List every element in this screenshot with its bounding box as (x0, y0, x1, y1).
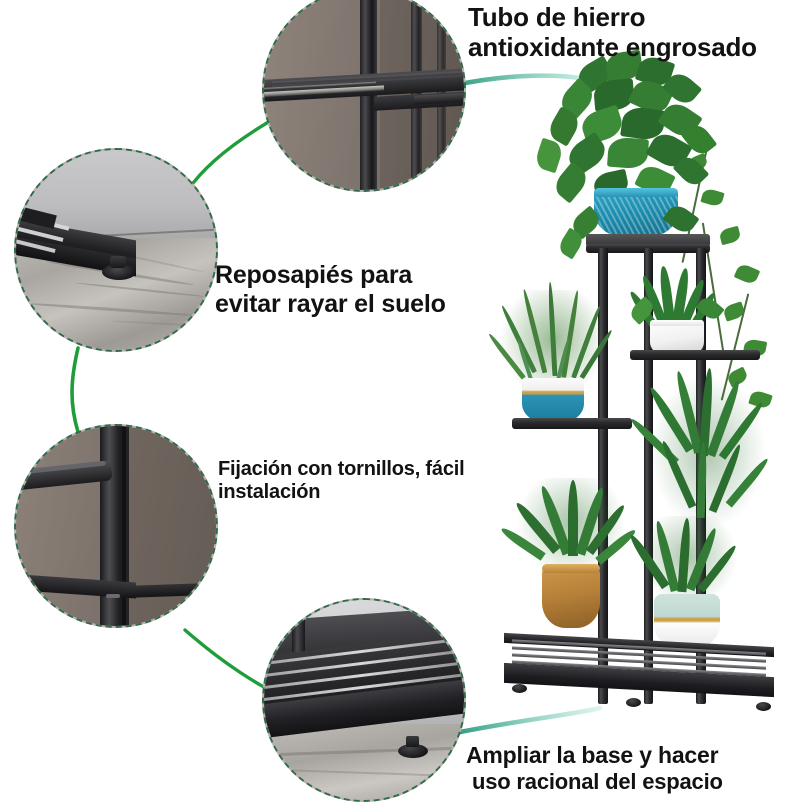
base-foot-mid (626, 698, 641, 707)
shelf-third (512, 418, 632, 429)
label-footrest-line1: Reposapiés para (215, 261, 413, 289)
callout-iron-tube[interactable] (262, 0, 466, 192)
callout-footrest[interactable] (14, 148, 218, 352)
connector-2-3 (70, 346, 80, 434)
label-footrest-line2: evitar rayar el suelo (215, 290, 446, 318)
label-iron-tube: Tubo de hierro antioxidante engrosado (468, 2, 798, 62)
label-screw-fixing-line1: Fijación con tornillos, fácil (218, 458, 465, 480)
frame-post-mid (644, 248, 653, 704)
pot-blue-gold-band (522, 378, 584, 424)
label-iron-tube-line1: Tubo de hierro (468, 2, 646, 32)
label-wide-base: Ampliar la base y hacer uso racional del… (466, 742, 801, 794)
label-screw-fixing: Fijación con tornillos, fácil instalació… (218, 458, 518, 504)
foot-pad-icon (102, 264, 136, 280)
base-foot-left (512, 684, 527, 693)
shelf-second (630, 350, 760, 360)
callout-screw-fixing-image (16, 426, 216, 626)
label-wide-base-line1: Ampliar la base y hacer (466, 742, 719, 768)
callout-screw-fixing[interactable] (14, 424, 218, 628)
label-wide-base-line2: uso racional del espacio (472, 768, 723, 794)
pot-terracotta-gold (542, 564, 600, 628)
label-iron-tube-line2: antioxidante engrosado (468, 32, 757, 63)
callout-wide-base-image (264, 600, 464, 800)
shelf-top (586, 234, 710, 247)
base-foot-right (756, 702, 771, 711)
label-footrest: Reposapiés para evitar rayar el suelo (215, 261, 515, 319)
callout-footrest-image (16, 150, 216, 350)
product-plant-stand (487, 49, 803, 752)
callout-wide-base[interactable] (262, 598, 466, 802)
base-foot-icon (398, 744, 428, 758)
label-screw-fixing-line2: instalación (218, 481, 321, 504)
callout-iron-tube-image (264, 0, 464, 190)
frame-post-left (598, 248, 608, 704)
